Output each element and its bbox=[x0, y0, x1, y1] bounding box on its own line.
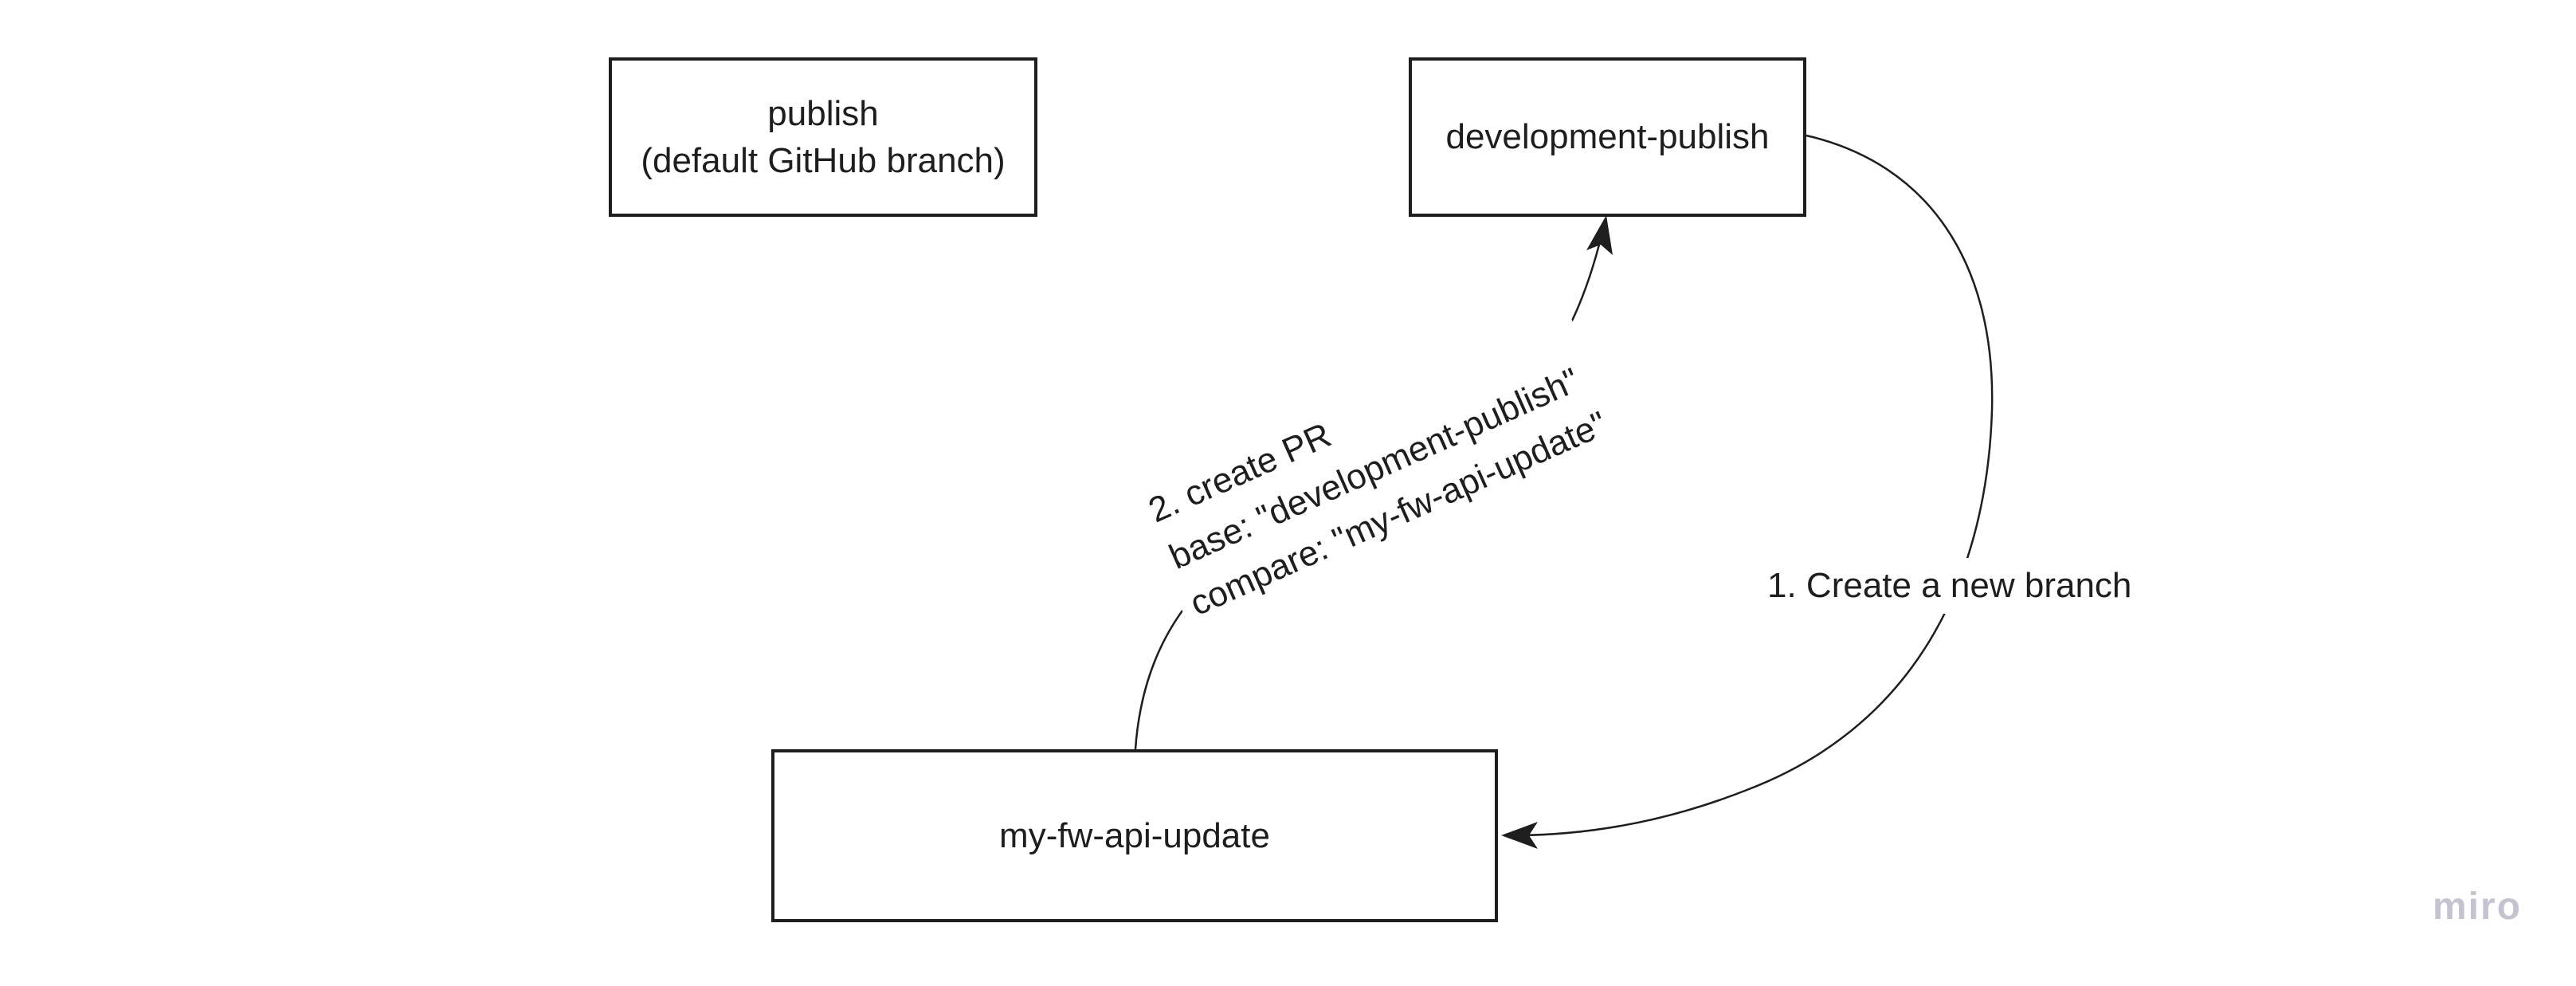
node-publish-label-line-2: (default GitHub branch) bbox=[641, 141, 1006, 180]
node-development-publish-label: development-publish bbox=[1445, 113, 1769, 160]
edge-create-pr-arrowhead bbox=[1586, 215, 1613, 255]
node-publish-label: publish (default GitHub branch) bbox=[641, 90, 1005, 185]
edge-create-branch-arrowhead bbox=[1501, 822, 1538, 849]
edge-label-create-branch: 1. Create a new branch bbox=[1753, 558, 2147, 614]
node-publish-label-line-1: publish bbox=[767, 93, 879, 133]
node-publish-default-branch: publish (default GitHub branch) bbox=[609, 57, 1037, 217]
miro-watermark-logo: miro bbox=[2433, 886, 2523, 928]
node-my-fw-api-update: my-fw-api-update bbox=[771, 749, 1498, 922]
node-my-fw-api-update-label-line-1: my-fw-api-update bbox=[999, 815, 1270, 855]
node-my-fw-api-update-label: my-fw-api-update bbox=[999, 812, 1270, 859]
node-development-publish: development-publish bbox=[1409, 57, 1806, 217]
edge-create-branch-line bbox=[1511, 134, 1994, 837]
node-development-publish-label-line-1: development-publish bbox=[1445, 117, 1770, 157]
